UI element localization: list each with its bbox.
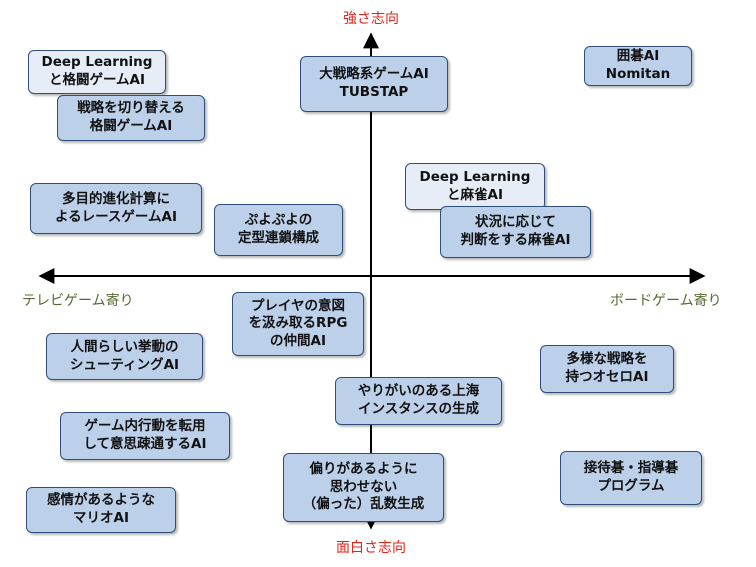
topic-box-mario: 感情があるような マリオAI	[26, 487, 176, 533]
topic-box-tubstap: 大戦略系ゲームAI TUBSTAP	[300, 56, 448, 112]
topic-box-strategy-fighting: 戦略を切り替える 格闘ゲームAI	[57, 95, 205, 141]
topic-box-racing: 多目的進化計算に よるレースゲームAI	[30, 183, 202, 234]
axis-label-top: 強さ志向	[343, 11, 399, 27]
topic-box-random: 偏りがあるように 思わせない （偏った）乱数生成	[283, 453, 444, 522]
topic-box-othello: 多様な戦略を 持つオセロAI	[540, 345, 674, 393]
topic-box-mahjong: 状況に応じて 判断をする麻雀AI	[440, 206, 591, 258]
topic-box-dl-fighting: Deep Learning と格闘ゲームAI	[28, 50, 166, 94]
topic-box-puyo: ぷよぷよの 定型連鎖構成	[214, 204, 343, 256]
topic-box-communication: ゲーム内行動を転用 して意思疎通するAI	[60, 412, 230, 460]
topic-box-shanghai: やりがいのある上海 インスタンスの生成	[335, 377, 502, 425]
topic-box-go-teaching: 接待碁・指導碁 プログラム	[560, 451, 702, 505]
topic-box-rpg: プレイヤの意図 を汲み取るRPG の仲間AI	[232, 292, 364, 356]
axis-label-left: テレビゲーム寄り	[22, 293, 134, 309]
topic-box-shooting: 人間らしい挙動の シューティングAI	[46, 333, 203, 380]
topic-box-dl-mahjong: Deep Learning と麻雀AI	[405, 163, 545, 210]
axis-label-right: ボードゲーム寄り	[610, 293, 722, 309]
axis-label-bottom: 面白さ志向	[336, 540, 406, 556]
topic-box-nomitan: 囲碁AI Nomitan	[584, 46, 692, 86]
